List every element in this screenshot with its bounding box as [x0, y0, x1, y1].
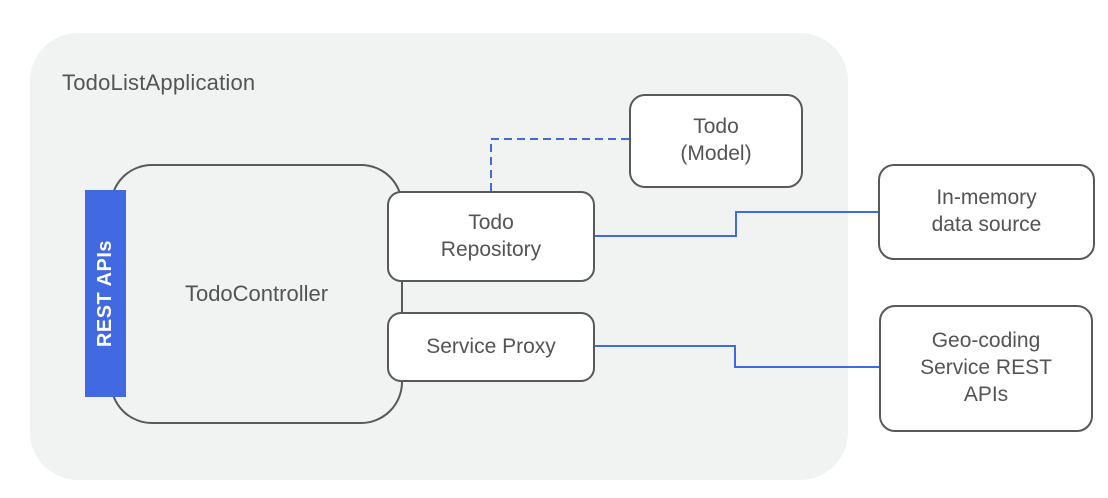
node-todo-controller: TodoController [110, 164, 403, 424]
node-todo-repository: Todo Repository [387, 191, 595, 282]
node-service-proxy: Service Proxy [387, 312, 595, 382]
node-in-memory-data-source: In-memory data source [878, 164, 1095, 260]
rest-apis-badge-label: REST APIs [94, 239, 116, 348]
node-todo-model: Todo (Model) [629, 94, 803, 188]
container-title: TodoListApplication [62, 70, 256, 95]
rest-apis-badge: REST APIs [85, 190, 126, 397]
node-geocoding-service: Geo-coding Service REST APIs [879, 305, 1093, 432]
